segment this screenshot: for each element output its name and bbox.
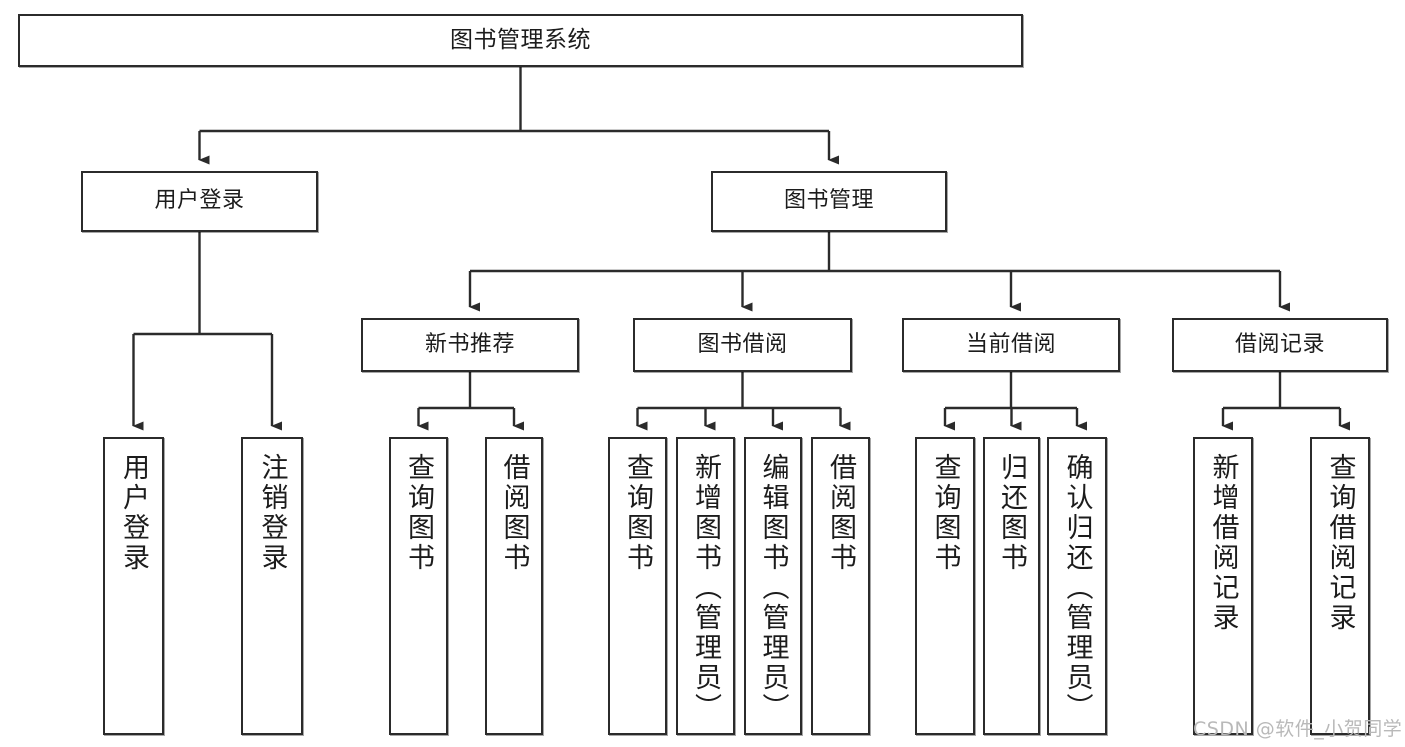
node-label: 新书推荐 <box>424 331 515 357</box>
node-borrow-record[interactable]: 借阅记录 <box>1172 318 1388 372</box>
node-book-borrow[interactable]: 图书借阅 <box>633 318 852 372</box>
node-label: 借阅图书 <box>498 453 530 573</box>
node-label: 编辑图书（管理员） <box>757 453 789 723</box>
node-leaf-return-book[interactable]: 归还图书 <box>983 437 1040 735</box>
node-label: 查询借阅记录 <box>1324 453 1356 633</box>
node-leaf-confirm-return[interactable]: 确认归还（管理员） <box>1047 437 1107 735</box>
node-leaf-user-login[interactable]: 用户登录 <box>103 437 164 735</box>
node-root[interactable]: 图书管理系统 <box>18 14 1023 67</box>
node-book-manage[interactable]: 图书管理 <box>711 171 947 232</box>
node-label: 图书借阅 <box>697 331 788 357</box>
csdn-watermark: CSDN @软件_小贺同学 <box>1193 718 1403 740</box>
node-label: 图书管理 <box>783 188 874 214</box>
node-leaf-borrow-book-1[interactable]: 借阅图书 <box>485 437 543 735</box>
node-leaf-query-book-3[interactable]: 查询图书 <box>915 437 975 735</box>
node-current-borrow[interactable]: 当前借阅 <box>902 318 1120 372</box>
node-label: 注销登录 <box>256 453 288 573</box>
node-label: 查询图书 <box>929 453 961 573</box>
node-label: 用户登录 <box>118 453 149 573</box>
node-leaf-edit-book[interactable]: 编辑图书（管理员） <box>744 437 802 735</box>
node-leaf-query-book-2[interactable]: 查询图书 <box>608 437 667 735</box>
node-label: 借阅图书 <box>825 453 856 573</box>
node-leaf-user-logout[interactable]: 注销登录 <box>241 437 303 735</box>
node-label: 查询图书 <box>622 453 653 573</box>
node-label: 新增借阅记录 <box>1207 453 1239 633</box>
node-label: 查询图书 <box>403 453 434 573</box>
node-leaf-query-book-1[interactable]: 查询图书 <box>389 437 448 735</box>
node-label: 图书管理系统 <box>450 26 591 53</box>
node-leaf-query-record[interactable]: 查询借阅记录 <box>1310 437 1370 735</box>
node-leaf-add-book[interactable]: 新增图书（管理员） <box>676 437 735 735</box>
node-label: 当前借阅 <box>965 331 1056 357</box>
node-label: 借阅记录 <box>1234 331 1325 357</box>
node-label: 用户登录 <box>154 188 245 214</box>
node-leaf-add-record[interactable]: 新增借阅记录 <box>1193 437 1253 735</box>
node-leaf-borrow-book-2[interactable]: 借阅图书 <box>811 437 870 735</box>
node-new-book-rec[interactable]: 新书推荐 <box>361 318 579 372</box>
node-label: 确认归还（管理员） <box>1061 453 1093 723</box>
node-label: 新增图书（管理员） <box>690 453 721 723</box>
node-user-login[interactable]: 用户登录 <box>81 171 318 232</box>
node-label: 归还图书 <box>996 453 1027 573</box>
